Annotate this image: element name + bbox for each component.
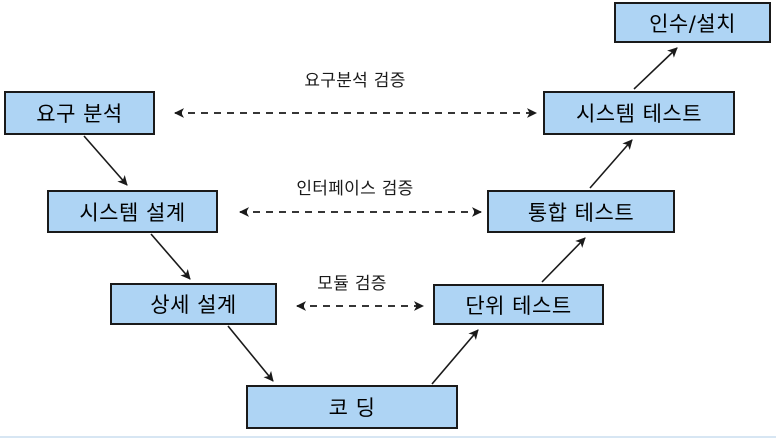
footer-divider xyxy=(0,436,776,438)
edge-label-interface-verification: 인터페이스 검증 xyxy=(255,174,455,199)
edge-detail-design-to-coding xyxy=(227,325,274,382)
edge-label-interface-verification-text: 인터페이스 검증 xyxy=(296,179,414,199)
node-acceptance[interactable]: 인수/설치 xyxy=(614,2,771,43)
edge-coding-to-unit-test xyxy=(431,329,479,385)
node-system-test[interactable]: 시스템 테스트 xyxy=(543,91,735,135)
node-requirements-label: 요구 분석 xyxy=(36,102,123,126)
edge-label-module-verification: 모듈 검증 xyxy=(252,269,452,294)
node-unit-test-label: 단위 테스트 xyxy=(465,293,572,318)
node-requirements[interactable]: 요구 분석 xyxy=(4,91,155,135)
node-coding[interactable]: 코 딩 xyxy=(246,385,458,429)
edge-integration-test-to-system-test xyxy=(589,139,633,189)
node-detail-design-label: 상세 설계 xyxy=(150,293,237,317)
edge-unit-test-to-integration-test xyxy=(541,237,586,283)
edge-label-module-verification-text: 모듈 검증 xyxy=(317,274,387,294)
node-system-design-label: 시스템 설계 xyxy=(79,200,186,225)
node-integration-test[interactable]: 통합 테스트 xyxy=(487,190,675,233)
edge-system-test-to-acceptance xyxy=(633,47,678,90)
edge-label-requirements-verification-text: 요구분석 검증 xyxy=(304,71,406,91)
node-coding-label: 코 딩 xyxy=(328,396,376,420)
node-detail-design[interactable]: 상세 설계 xyxy=(110,283,277,325)
node-integration-test-label: 통합 테스트 xyxy=(527,200,635,225)
node-system-test-label: 시스템 테스트 xyxy=(575,102,703,126)
edge-label-requirements-verification: 요구분석 검증 xyxy=(255,66,455,91)
edge-system-design-to-detail-design xyxy=(150,233,191,280)
node-unit-test[interactable]: 단위 테스트 xyxy=(433,284,604,325)
node-system-design[interactable]: 시스템 설계 xyxy=(47,190,218,233)
node-acceptance-label: 인수/설치 xyxy=(649,11,736,36)
edge-requirements-to-system-design xyxy=(83,135,128,186)
